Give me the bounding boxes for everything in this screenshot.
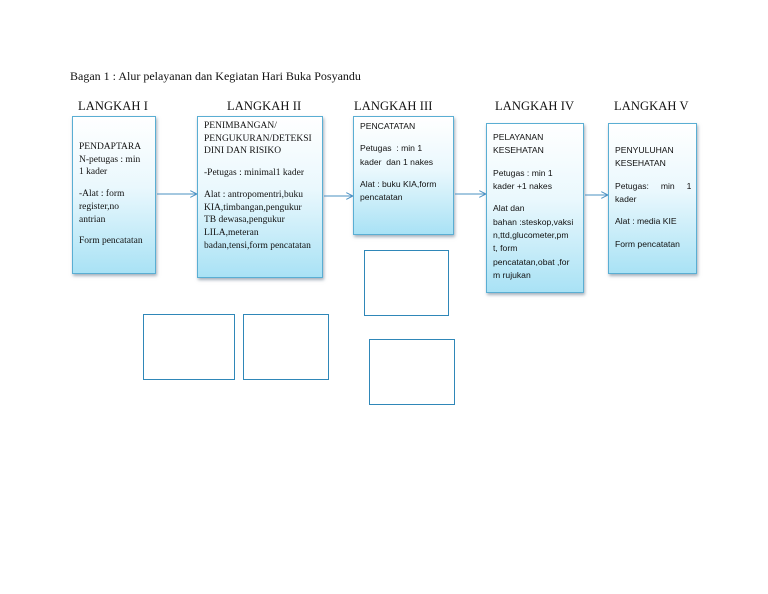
step-4-paragraph: Alat dan bahan :steskop,vaksi n,ttd,glucom… — [493, 202, 577, 282]
step-text-line: Alat dan — [493, 203, 525, 214]
step-text-line: badan,tensi,form pencatatan — [204, 240, 311, 251]
step-text-line: KESEHATAN — [493, 145, 544, 156]
empty-box-1 — [364, 250, 449, 316]
step-label-1: LANGKAH I — [78, 99, 148, 113]
step-box-4: PELAYANAN KESEHATAN Petugas : min 1 kader +… — [486, 123, 584, 293]
step-text-line: Form pencatatan — [79, 236, 143, 247]
step-text-line: PENYULUHAN — [615, 145, 674, 155]
step-3-paragraph: PENCATATAN — [360, 120, 447, 133]
step-text-line: -Petugas : minimal1 kader — [204, 168, 304, 179]
step-text-line: Petugas : min 1 — [493, 167, 553, 178]
step-label-2: LANGKAH II — [227, 99, 302, 113]
step-5-paragraph: Petugas: min 1 kader — [615, 180, 692, 207]
step-text-line: KIA,timbangan,pengukur — [204, 202, 302, 213]
empty-box-4 — [369, 339, 455, 405]
step-1-paragraph: Form pencatatan — [79, 235, 149, 248]
step-text-line: n,ttd,glucometer,pm — [493, 229, 569, 240]
step-4-paragraph: Petugas : min 1 kader +1 nakes — [493, 167, 577, 194]
step-text-line: N-petugas : min — [79, 154, 141, 165]
step-text-line: t, form — [493, 243, 518, 254]
step-text-line: bahan :steskop,vaksi — [493, 216, 574, 227]
step-text-line: PENDAPTARA — [79, 142, 142, 152]
step-text-line: LILA,meteran — [204, 228, 259, 239]
step-text-line: -Alat : form — [79, 189, 125, 200]
diagram-caption: Bagan 1 : Alur pelayanan dan Kegiatan Ha… — [70, 69, 361, 83]
step-text-line: PENGUKURAN/DETEKSI — [204, 133, 312, 144]
step-text-line: Petugas : min 1 — [360, 143, 423, 154]
step-text-line: Alat : buku KIA,form — [360, 178, 437, 189]
step-text-line: Petugas: min 1 — [615, 180, 692, 191]
empty-box-3 — [243, 314, 329, 380]
step-label-4: LANGKAH IV — [495, 99, 575, 113]
step-text-line: PENIMBANGAN/ — [204, 121, 277, 131]
step-text-line: PENCATATAN — [360, 121, 416, 131]
step-text-line: PELAYANAN — [493, 132, 544, 142]
step-5-paragraph: PENYULUHAN KESEHATAN — [615, 144, 690, 171]
step-2-paragraph: PENIMBANGAN/PENGUKURAN/DETEKSI DINI DAN R… — [204, 120, 316, 158]
step-text-line: pencatatan,obat ,for — [493, 256, 570, 267]
step-text-line: m rujukan — [493, 269, 531, 280]
step-5-paragraph: Form pencatatan — [615, 238, 690, 251]
step-text-line: 1 kader — [79, 167, 108, 178]
step-text-line: kader — [615, 193, 637, 204]
step-text-line: DINI DAN RISIKO — [204, 146, 282, 157]
step-label-3: LANGKAH III — [354, 99, 433, 113]
step-text-line: Alat : antropomentri,buku — [204, 189, 303, 200]
step-box-2: PENIMBANGAN/PENGUKURAN/DETEKSI DINI DAN R… — [197, 116, 323, 278]
step-text-line: pencatatan — [360, 192, 403, 203]
step-box-3: PENCATATAN Petugas : min 1 kader dan 1 nak… — [353, 116, 454, 235]
empty-box-2 — [143, 314, 235, 380]
step-box-1: PENDAPTARA N-petugas : min 1 kader -Alat : … — [72, 116, 156, 274]
step-text-line: Alat : media KIE — [615, 216, 677, 227]
step-text-line: Form pencatatan — [615, 238, 680, 249]
step-text-line: TB dewasa,pengukur — [204, 215, 285, 226]
step-5-paragraph: Alat : media KIE — [615, 215, 690, 228]
step-4-paragraph: PELAYANAN KESEHATAN — [493, 131, 577, 158]
step-text-line: kader +1 nakes — [493, 180, 553, 191]
step-3-paragraph: Alat : buku KIA,form pencatatan — [360, 178, 447, 205]
step-text-line: kader dan 1 nakes — [360, 156, 434, 167]
step-3-paragraph: Petugas : min 1 kader dan 1 nakes — [360, 142, 447, 169]
step-text-line: KESEHATAN — [615, 158, 666, 169]
step-1-paragraph: PENDAPTARA N-petugas : min 1 kader — [79, 141, 149, 179]
step-2-paragraph: -Petugas : minimal1 kader — [204, 167, 316, 180]
step-text-line: register,no — [79, 201, 119, 212]
step-label-5: LANGKAH V — [614, 99, 689, 113]
step-text-line: antrian — [79, 214, 106, 225]
